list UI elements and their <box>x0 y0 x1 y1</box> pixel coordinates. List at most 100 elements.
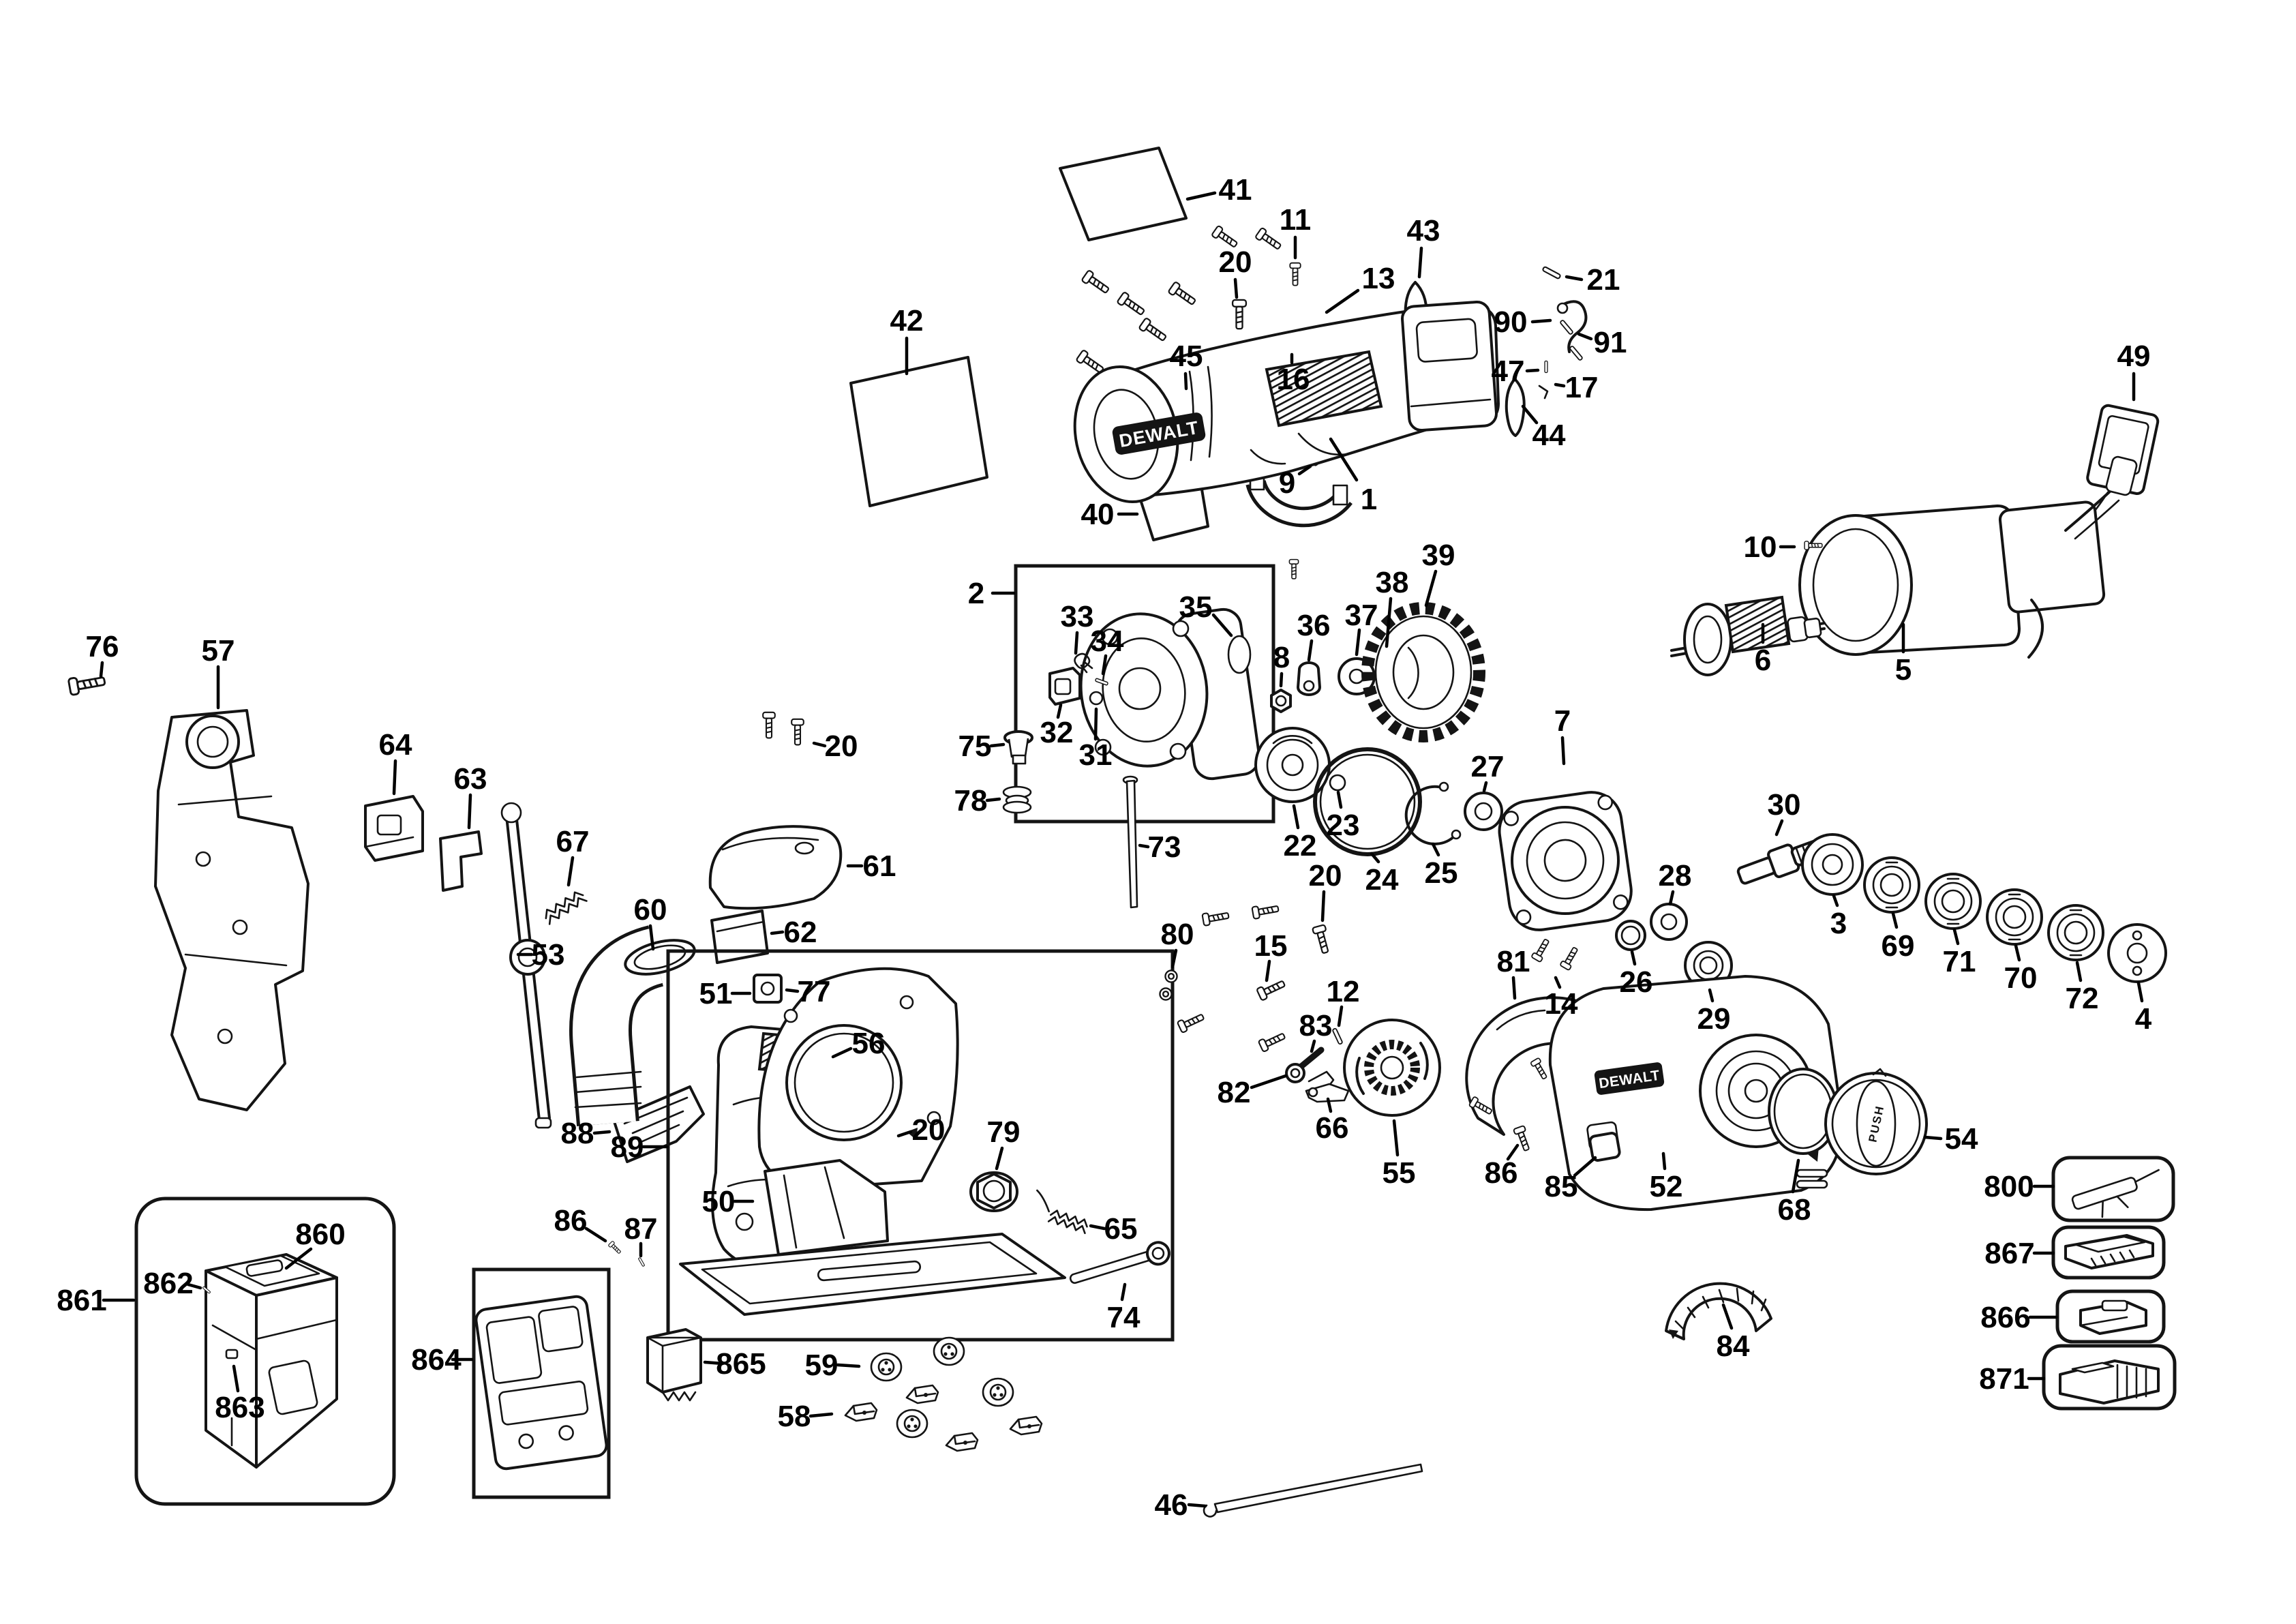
callout-78: 78 <box>954 784 1001 817</box>
screw-40-area <box>1288 558 1299 580</box>
screw-14b <box>1559 945 1581 972</box>
callout-62-leader <box>770 930 785 935</box>
callout-871: 871 <box>1979 1362 2046 1396</box>
callout-86: 86 <box>554 1204 607 1243</box>
callout-77: 77 <box>785 975 830 1008</box>
callout-66-label: 66 <box>1316 1111 1349 1145</box>
part-60-elbow <box>569 925 696 1126</box>
callout-4-leader <box>2136 981 2144 1003</box>
callout-64-leader <box>392 759 397 796</box>
callout-60-leader <box>648 924 655 951</box>
callout-9: 9 <box>1279 464 1312 500</box>
callout-71: 71 <box>1943 928 1976 978</box>
part-4-flange <box>2107 923 2167 983</box>
callout-43: 43 <box>1407 214 1440 279</box>
callout-86-label: 86 <box>1485 1156 1518 1190</box>
callout-52-label: 52 <box>1650 1170 1683 1203</box>
part-17 <box>1538 385 1549 400</box>
callout-74-label: 74 <box>1107 1301 1141 1334</box>
callout-865: 865 <box>703 1347 766 1381</box>
callout-38-label: 38 <box>1376 566 1409 599</box>
callout-53: 53 <box>516 938 565 972</box>
callout-36: 36 <box>1297 609 1330 662</box>
part-28-washer <box>1650 903 1688 941</box>
callout-64-label: 64 <box>379 728 412 762</box>
callout-73-leader <box>1138 843 1150 849</box>
screw-15c <box>1256 976 1288 1002</box>
callout-53-label: 53 <box>532 938 565 972</box>
callout-83-label: 83 <box>1299 1009 1333 1042</box>
part-36-bushing <box>1297 661 1321 696</box>
callout-27-leader <box>1482 781 1488 793</box>
part-27-washer <box>1464 792 1503 831</box>
group-box-89 <box>666 949 1175 1342</box>
callout-33-leader <box>1074 631 1079 655</box>
callout-56-label: 56 <box>852 1027 886 1060</box>
callout-21: 21 <box>1565 263 1620 297</box>
part-58-clip <box>844 1402 878 1422</box>
callout-60: 60 <box>634 893 667 951</box>
group-box-864 <box>472 1267 611 1499</box>
group-box-800 <box>2051 1156 2175 1222</box>
callout-61: 61 <box>846 849 896 883</box>
callout-47-label: 47 <box>1492 355 1525 388</box>
callout-88-leader <box>592 1130 611 1135</box>
part-62-cover <box>710 909 769 964</box>
callout-21-leader <box>1565 275 1584 282</box>
callout-21-label: 21 <box>1587 263 1620 297</box>
callout-57-label: 57 <box>202 634 235 667</box>
callout-63-label: 63 <box>454 762 487 796</box>
callout-81-label: 81 <box>1497 945 1530 978</box>
callout-32: 32 <box>1040 703 1074 749</box>
callout-23: 23 <box>1327 790 1359 842</box>
callout-55-label: 55 <box>1383 1156 1416 1190</box>
callout-67: 67 <box>556 825 590 887</box>
callout-79-label: 79 <box>987 1115 1021 1149</box>
callout-7: 7 <box>1554 704 1571 766</box>
callout-63-leader <box>467 793 472 830</box>
callout-82-leader <box>1250 1074 1288 1089</box>
part-860-case <box>205 1253 338 1469</box>
part-6-armature <box>1670 595 1826 676</box>
callout-867-label: 867 <box>1984 1237 2034 1270</box>
callout-46-leader <box>1187 1503 1207 1508</box>
screw-20a <box>1231 299 1248 330</box>
callout-73-label: 73 <box>1148 830 1181 864</box>
callout-42: 42 <box>890 304 923 376</box>
callout-55-leader <box>1392 1119 1400 1157</box>
callout-90: 90 <box>1494 305 1552 339</box>
callout-17-leader <box>1554 382 1566 388</box>
callout-45-label: 45 <box>1170 340 1203 373</box>
callout-84-leader <box>1721 1303 1734 1330</box>
callout-75-leader <box>989 742 1006 748</box>
callout-76: 76 <box>86 630 119 678</box>
callout-28-label: 28 <box>1659 859 1692 892</box>
callout-34-leader <box>1101 654 1108 676</box>
callout-14-label: 14 <box>1545 987 1578 1021</box>
callout-27: 27 <box>1471 750 1504 793</box>
callout-67-label: 67 <box>556 825 590 858</box>
callout-40: 40 <box>1081 498 1139 531</box>
callout-11-label: 11 <box>1280 203 1312 237</box>
callout-28-leader <box>1668 890 1675 906</box>
callout-13-leader <box>1325 288 1360 314</box>
callout-12-leader <box>1337 1005 1344 1027</box>
callout-82: 82 <box>1218 1074 1288 1109</box>
callout-31-label: 31 <box>1079 738 1113 772</box>
callout-16: 16 <box>1277 352 1310 396</box>
callout-20-leader <box>812 741 827 748</box>
callout-14-leader <box>1554 976 1562 989</box>
callout-860-leader <box>284 1247 313 1270</box>
callout-24-label: 24 <box>1365 863 1399 897</box>
nut-80a <box>1164 969 1178 983</box>
callout-91-label: 91 <box>1594 326 1627 359</box>
callout-32-label: 32 <box>1040 716 1074 749</box>
callout-20-leader <box>896 1130 913 1138</box>
callout-15-label: 15 <box>1254 929 1288 963</box>
callout-72-label: 72 <box>2066 982 2099 1015</box>
callout-73: 73 <box>1138 830 1181 864</box>
part-863-clip <box>225 1349 239 1359</box>
callout-70-label: 70 <box>2004 961 2038 995</box>
callout-1-label: 1 <box>1361 483 1377 516</box>
